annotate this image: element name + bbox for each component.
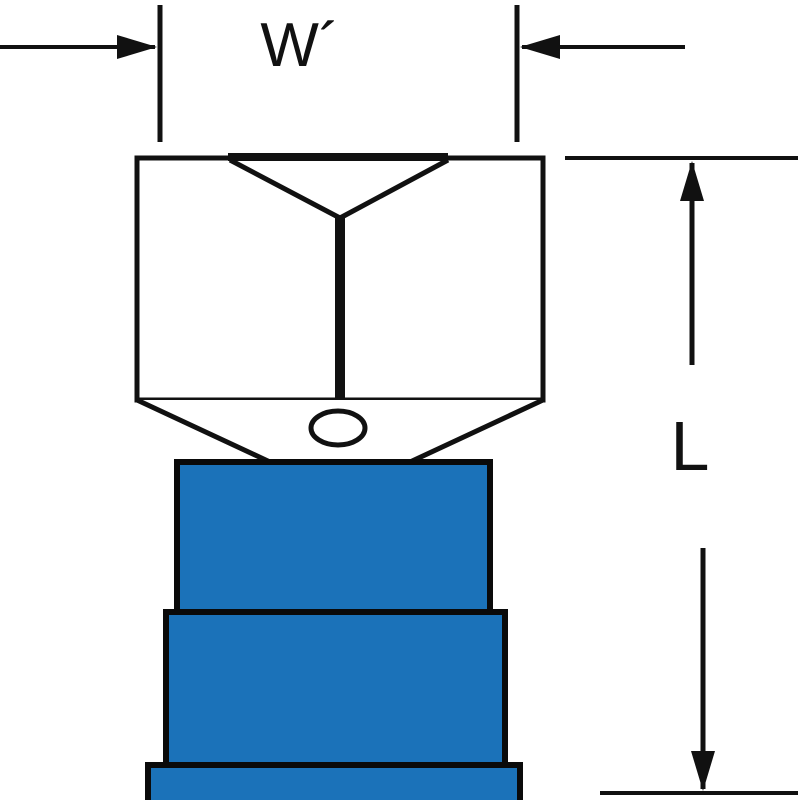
width-dimension: W´ xyxy=(0,5,685,142)
sleeve-flange xyxy=(145,762,523,800)
width-label: W´ xyxy=(260,11,339,80)
terminal-body xyxy=(134,153,546,465)
length-label: L xyxy=(671,407,710,485)
inspection-hole xyxy=(308,408,368,448)
length-dimension: L xyxy=(565,156,798,795)
sleeve-upper xyxy=(174,459,493,615)
insulation-sleeve xyxy=(145,459,523,800)
sleeve-middle xyxy=(163,609,508,768)
